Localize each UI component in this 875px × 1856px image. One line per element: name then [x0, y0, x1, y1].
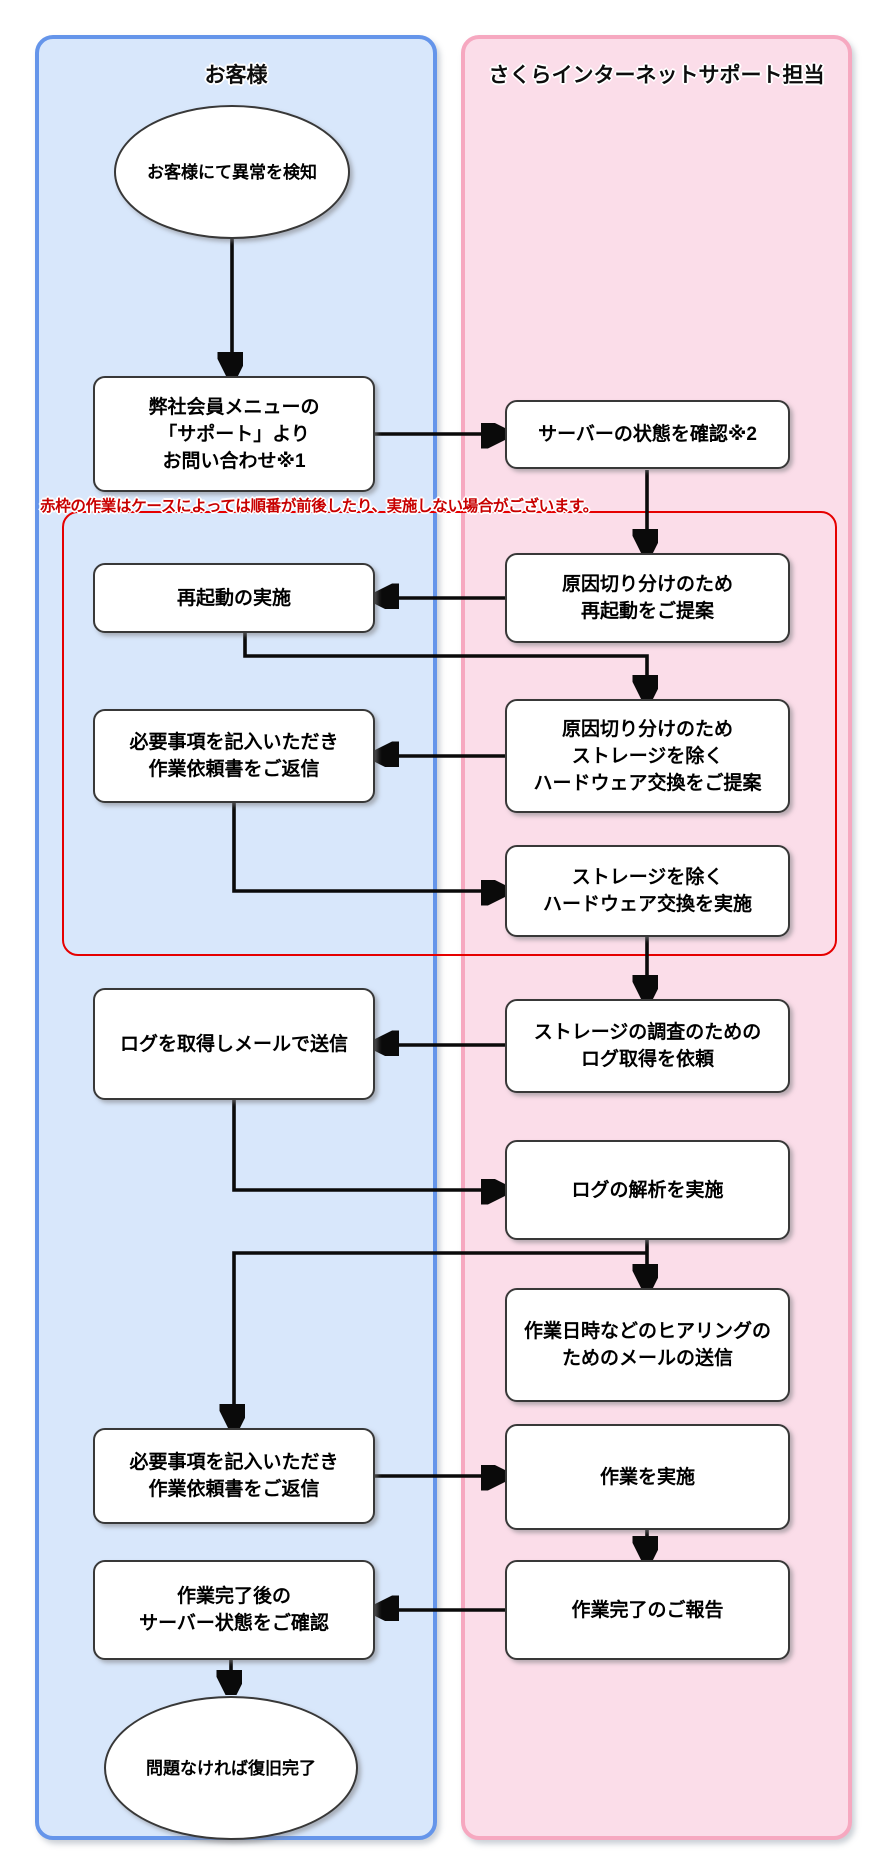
node-text-line: お問い合わせ※1: [162, 450, 306, 472]
node-text-line: 問題なければ復旧完了: [146, 1758, 316, 1778]
node-send-logs-by-mail: ログを取得しメールで送信: [93, 988, 375, 1100]
note-sequence-disclaimer: 赤枠の作業はケースによっては順番が前後したり、実施しない場合がございます。: [40, 498, 598, 515]
node-recovery-complete: 問題なければ復旧完了: [104, 1696, 358, 1840]
node-text-line: 作業日時などのヒアリングの: [523, 1321, 771, 1342]
node-text-line: 「サポート」より: [158, 423, 310, 445]
node-propose-hw-replacement: 原因切り分けのため ストレージを除く ハードウェア交換をご提案: [505, 699, 790, 813]
node-text-line: 作業依頼書をご返信: [148, 759, 320, 780]
node-text-line: 必要事項を記入いただき: [129, 732, 339, 753]
node-propose-reboot: 原因切り分けのため 再起動をご提案: [505, 553, 790, 643]
node-text-line: ストレージの調査のための: [533, 1022, 762, 1043]
node-text-line: 弊社会員メニューの: [148, 396, 320, 418]
node-request-log-acquisition: ストレージの調査のための ログ取得を依頼: [505, 999, 790, 1093]
node-text-line: 原因切り分けのため: [561, 718, 733, 740]
node-analyze-logs: ログの解析を実施: [505, 1140, 790, 1240]
red-scope-frame: [62, 511, 837, 956]
node-contact-support: 弊社会員メニューの 「サポート」より お問い合わせ※1: [93, 376, 375, 492]
node-detect-anomaly: お客様にて異常を検知: [114, 105, 350, 239]
node-text-line: 作業完了のご報告: [571, 1599, 724, 1621]
node-hearing-mail: 作業日時などのヒアリングの ためのメールの送信: [505, 1288, 790, 1402]
node-execute-work: 作業を実施: [505, 1424, 790, 1530]
node-execute-hw-replacement: ストレージを除く ハードウェア交換を実施: [505, 845, 790, 937]
node-text-line: ストレージを除く: [571, 867, 724, 888]
node-text-line: ためのメールの送信: [561, 1348, 733, 1369]
node-text-line: サーバー状態をご確認: [139, 1613, 329, 1634]
node-verify-server-status: 作業完了後の サーバー状態をご確認: [93, 1560, 375, 1660]
node-text-line: ログ取得を依頼: [580, 1049, 714, 1070]
node-text-line: ストレージを除く: [571, 745, 724, 767]
lane-title-support: さくらインターネットサポート担当: [488, 64, 825, 87]
node-return-work-request-2: 必要事項を記入いただき 作業依頼書をご返信: [93, 1428, 375, 1524]
node-text-line: 必要事項を記入いただき: [129, 1452, 339, 1473]
node-text-line: ハードウェア交換をご提案: [533, 772, 762, 794]
node-text-line: サーバーの状態を確認※2: [538, 424, 757, 445]
node-text-line: 作業依頼書をご返信: [148, 1479, 320, 1500]
node-execute-reboot: 再起動の実施: [93, 563, 375, 633]
node-text-line: 再起動をご提案: [580, 601, 714, 622]
node-text-line: 再起動の実施: [176, 587, 291, 609]
node-text-line: お客様にて異常を検知: [147, 162, 317, 182]
node-text-line: ログを取得しメールで送信: [119, 1033, 348, 1055]
node-text-line: ログの解析を実施: [571, 1179, 724, 1201]
node-text-line: 原因切り分けのため: [561, 574, 733, 595]
node-text-line: 作業を実施: [599, 1466, 695, 1488]
node-text-line: ハードウェア交換を実施: [542, 894, 752, 915]
node-report-completion: 作業完了のご報告: [505, 1560, 790, 1660]
node-text-line: 作業完了後の: [176, 1586, 291, 1607]
lane-customer-panel: [35, 35, 437, 1840]
node-return-work-request-1: 必要事項を記入いただき 作業依頼書をご返信: [93, 709, 375, 803]
lane-title-customer: お客様: [204, 64, 268, 87]
node-check-server-status: サーバーの状態を確認※2: [505, 400, 790, 469]
